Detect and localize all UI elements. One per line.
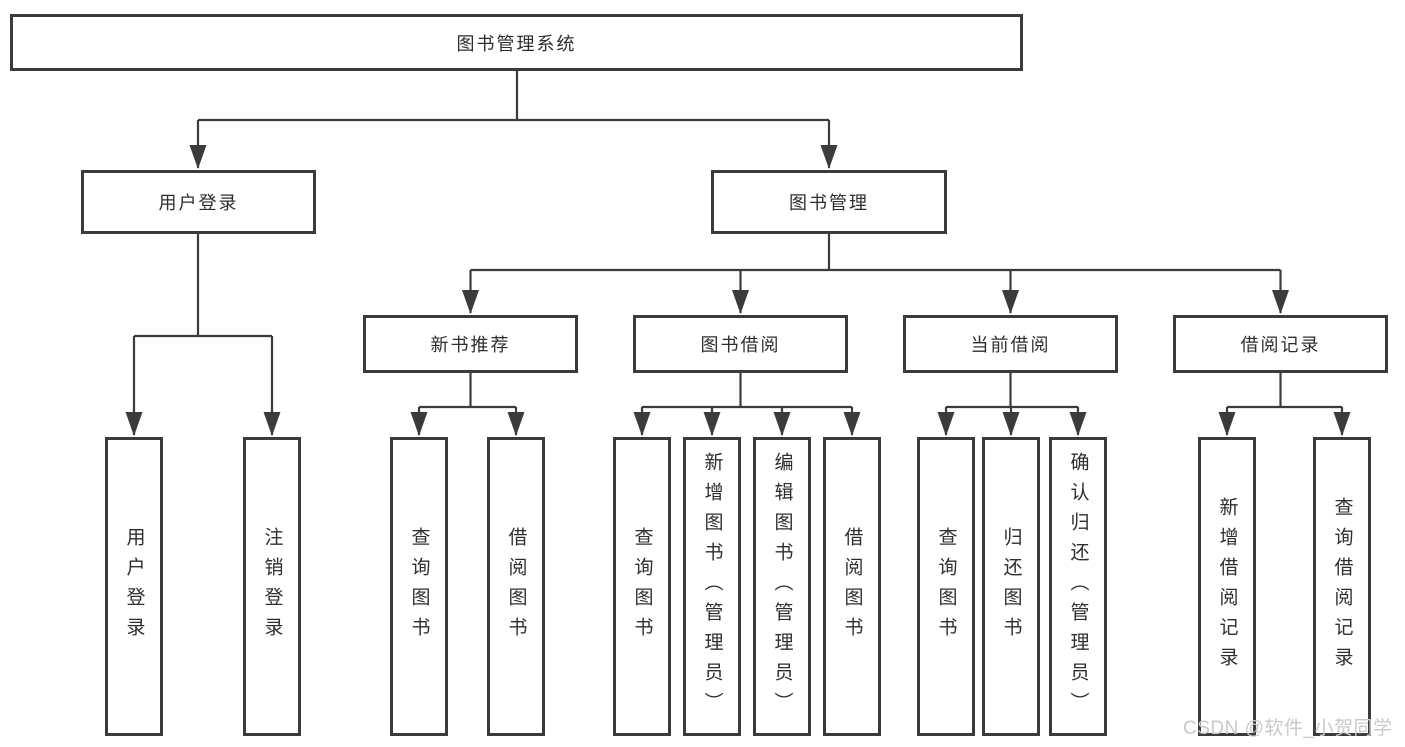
node-label: 借阅图书 bbox=[505, 526, 527, 647]
node-label: 编辑图书（管理员） bbox=[771, 451, 793, 722]
node-book-borrowing: 图书借阅 bbox=[633, 315, 848, 373]
leaf-query-books-recommend: 查询图书 bbox=[390, 437, 448, 736]
node-label: 查询图书 bbox=[631, 526, 653, 647]
node-book-management: 图书管理 bbox=[711, 170, 947, 234]
node-new-book-recommendation: 新书推荐 bbox=[363, 315, 578, 373]
node-label: 查询图书 bbox=[935, 526, 957, 647]
node-library-management-system: 图书管理系统 bbox=[10, 14, 1023, 71]
leaf-add-books-admin: 新增图书（管理员） bbox=[683, 437, 741, 736]
node-label: 借阅图书 bbox=[841, 526, 863, 647]
leaf-confirm-return-admin: 确认归还（管理员） bbox=[1049, 437, 1107, 736]
leaf-borrow-books-recommend: 借阅图书 bbox=[487, 437, 545, 736]
node-label: 图书管理系统 bbox=[456, 33, 577, 54]
node-user-login: 用户登录 bbox=[81, 170, 316, 234]
leaf-query-borrow-record: 查询借阅记录 bbox=[1313, 437, 1371, 736]
node-label: 新增图书（管理员） bbox=[701, 451, 723, 722]
node-label: 用户登录 bbox=[158, 193, 239, 213]
csdn-watermark: CSDN @软件_小贺同学 bbox=[1183, 718, 1393, 739]
node-label: 确认归还（管理员） bbox=[1067, 451, 1089, 722]
node-label: 图书借阅 bbox=[700, 335, 781, 355]
leaf-user-login: 用户登录 bbox=[105, 437, 163, 736]
leaf-logout: 注销登录 bbox=[243, 437, 301, 736]
node-label: 用户登录 bbox=[123, 526, 145, 647]
leaf-query-books-borrow: 查询图书 bbox=[613, 437, 671, 736]
node-borrowing-records: 借阅记录 bbox=[1173, 315, 1388, 373]
node-label: 新增借阅记录 bbox=[1216, 496, 1238, 677]
node-label: 借阅记录 bbox=[1240, 335, 1321, 355]
leaf-query-books-current: 查询图书 bbox=[917, 437, 975, 736]
leaf-borrow-books: 借阅图书 bbox=[823, 437, 881, 736]
leaf-edit-books-admin: 编辑图书（管理员） bbox=[753, 437, 811, 736]
node-label: 归还图书 bbox=[1000, 526, 1022, 647]
node-label: 图书管理 bbox=[789, 193, 869, 213]
leaf-add-borrow-record: 新增借阅记录 bbox=[1198, 437, 1256, 736]
node-label: 查询借阅记录 bbox=[1331, 496, 1353, 677]
node-current-borrowing: 当前借阅 bbox=[903, 315, 1118, 373]
node-label: 查询图书 bbox=[408, 526, 430, 647]
leaf-return-books: 归还图书 bbox=[982, 437, 1040, 736]
node-label: 新书推荐 bbox=[430, 335, 511, 355]
node-label: 当前借阅 bbox=[970, 335, 1051, 355]
node-label: 注销登录 bbox=[261, 526, 283, 647]
